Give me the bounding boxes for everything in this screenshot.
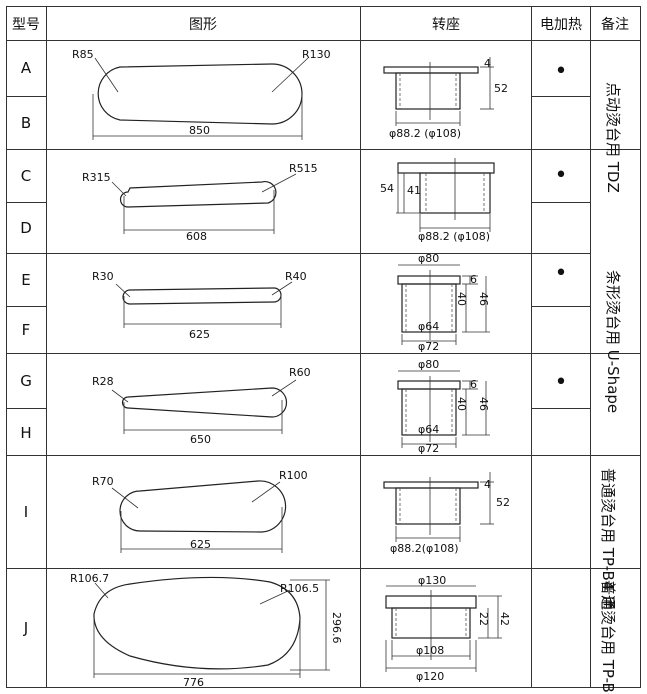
- shape-ab: R85 R130 850: [72, 48, 331, 140]
- seat-ef-d1: φ64: [418, 320, 439, 333]
- shape-ef-length: 625: [189, 328, 210, 341]
- remark-eh: 条形烫台用 U-Shape: [604, 270, 622, 413]
- heating-a: •: [555, 59, 568, 84]
- seat-ef-h3: 46: [477, 292, 490, 306]
- seat-gh-h1: 6: [470, 378, 477, 391]
- shape-ef-r-left: R30: [92, 270, 114, 283]
- heating-g: •: [555, 370, 568, 395]
- shape-gh-r-right: R60: [289, 366, 311, 379]
- model-i: I: [24, 503, 28, 521]
- seat-ef: φ80 6 40 46 φ64 φ72: [397, 252, 490, 353]
- model-g: G: [20, 372, 32, 390]
- shape-i-r-right: R100: [279, 469, 308, 482]
- seat-ab: 4 52 φ88.2 (φ108): [383, 57, 508, 140]
- header-heating: 电加热: [540, 17, 582, 33]
- shape-cd-r-left: R315: [82, 171, 111, 184]
- seat-j-h2: 42: [498, 612, 511, 626]
- remark-ab: 点动烫台用 TDZ: [604, 82, 622, 193]
- model-a: A: [21, 59, 32, 77]
- model-c: C: [21, 167, 31, 185]
- seat-gh-h2: 40: [455, 397, 468, 411]
- shape-i-r-left: R70: [92, 475, 114, 488]
- seat-gh-h3: 46: [477, 397, 490, 411]
- seat-gh-d2: φ72: [418, 442, 439, 455]
- shape-ef-r-right: R40: [285, 270, 307, 283]
- seat-j-d1: φ108: [416, 644, 444, 657]
- table-grid: [6, 6, 641, 688]
- shape-ab-r-left: R85: [72, 48, 94, 61]
- seat-j-top: φ130: [418, 574, 446, 587]
- remark-i: 普通烫台用 TP-B4 用: [599, 468, 617, 610]
- seat-ab-h1: 4: [484, 57, 491, 70]
- seat-ab-h2: 52: [494, 82, 508, 95]
- seat-cd-h2: 41: [407, 184, 421, 197]
- seat-cd: 54 41 φ88.2 (φ108): [380, 158, 495, 243]
- shape-cd-r-right: R515: [289, 162, 318, 175]
- model-h: H: [20, 424, 31, 442]
- seat-ab-dia: φ88.2 (φ108): [389, 127, 461, 140]
- shape-gh: R28 R60 650: [92, 366, 311, 446]
- seat-i-h1: 4: [484, 478, 491, 491]
- model-d: D: [20, 219, 32, 237]
- seat-gh-d1: φ64: [418, 423, 439, 436]
- shape-i: R70 R100 625: [92, 469, 308, 553]
- shape-ab-r-right: R130: [302, 48, 331, 61]
- shape-gh-r-left: R28: [92, 375, 114, 388]
- seat-cd-dia: φ88.2 (φ108): [418, 230, 490, 243]
- shape-j-width: 296.6: [330, 612, 343, 644]
- header-remark: 备注: [601, 16, 629, 33]
- seat-i-dia: φ88.2(φ108): [390, 542, 459, 555]
- shape-cd-length: 608: [186, 230, 207, 243]
- shape-j: R106.7 R106.5 776 296.6: [70, 572, 343, 689]
- shape-j-r-right: R106.5: [280, 582, 319, 595]
- model-f: F: [22, 321, 31, 339]
- seat-gh-top: φ80: [418, 358, 439, 371]
- seat-gh: φ80 6 40 46 φ64 φ72: [397, 358, 490, 455]
- model-j: J: [23, 619, 28, 637]
- heating-c: •: [555, 163, 568, 188]
- seat-j-h1: 22: [477, 612, 490, 626]
- shape-j-length: 776: [183, 676, 204, 689]
- seat-ef-h1: 6: [470, 273, 477, 286]
- seat-i-h2: 52: [496, 496, 510, 509]
- shape-gh-length: 650: [190, 433, 211, 446]
- shape-j-r-left: R106.7: [70, 572, 109, 585]
- header-model: 型号: [12, 17, 40, 33]
- seat-cd-h1: 54: [380, 182, 394, 195]
- model-b: B: [21, 114, 31, 132]
- seat-ef-top: φ80: [418, 252, 439, 265]
- model-e: E: [21, 271, 30, 289]
- header-seat: 转座: [432, 17, 460, 33]
- heating-e: •: [555, 261, 568, 286]
- shape-ab-length: 850: [189, 124, 210, 137]
- shape-cd: R315 R515 608: [82, 162, 318, 243]
- shape-ef: R30 R40 625: [92, 270, 307, 341]
- shape-i-length: 625: [190, 538, 211, 551]
- remark-j: 普通烫台用 TP-B6 用: [599, 580, 617, 694]
- seat-i: 4 52 φ88.2(φ108): [383, 472, 510, 555]
- seat-ef-d2: φ72: [418, 340, 439, 353]
- seat-ef-h2: 40: [455, 292, 468, 306]
- seat-j-d2: φ120: [416, 670, 444, 683]
- seat-j: φ130 22 42 φ108 φ120: [385, 574, 511, 683]
- header-shape: 图形: [189, 17, 217, 33]
